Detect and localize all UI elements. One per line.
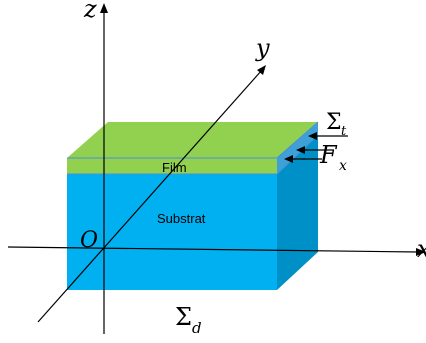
y-axis-label: y [255,34,270,62]
force-arrowhead-1 [296,146,305,154]
substrate-label: Substrat [157,211,206,226]
force-subscript: x [339,158,347,174]
z-axis-arrowhead [100,3,108,13]
sigma-bottom-subscript: d [192,319,202,337]
z-axis-label: z [83,0,97,23]
film-side-edge [276,121,319,159]
sigma-bottom-label: Σ [175,303,192,331]
origin-label: O [80,228,98,253]
force-label: F [319,141,338,169]
film-label: Film [162,160,187,175]
y-axis [37,69,263,323]
sigma-top-subscript: t [341,124,347,139]
film-interface-side [276,134,319,175]
force-arrowhead-2 [284,155,293,163]
x-axis [7,246,419,253]
film-top-face [67,122,318,158]
sigma-top-label: Σ [326,110,342,135]
x-axis-arrowhead [416,248,426,256]
substrate-front-face [67,174,277,290]
sigma-top-arrowhead [308,132,317,140]
x-axis-label: x [417,235,426,263]
film-front-face [67,158,277,174]
film-side-face [277,122,318,174]
y-axis-arrowhead [257,65,266,75]
